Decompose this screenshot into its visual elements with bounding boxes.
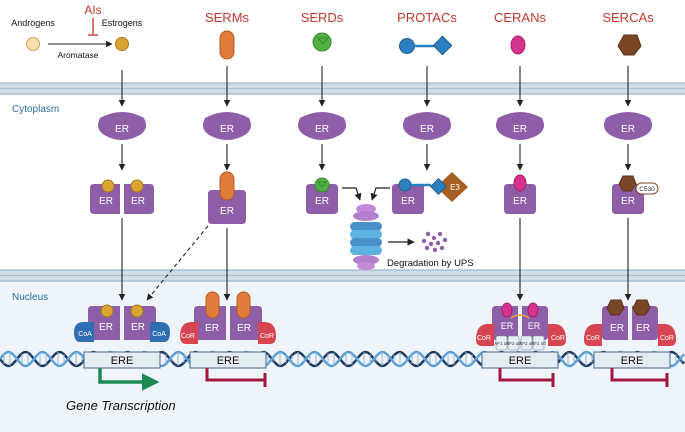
corepressor-label: CoR — [260, 333, 274, 340]
coactivator-label: CoA — [152, 331, 166, 338]
serd-to-proteasome-arrow — [342, 187, 362, 201]
androgen-molecule — [26, 37, 40, 51]
estrogens-label: Estrogens — [102, 18, 143, 28]
entry-arrows — [118, 66, 632, 107]
er-label: ER — [115, 124, 129, 135]
ere-label: ERE — [217, 355, 240, 367]
header-cerans: CERANs — [494, 10, 547, 25]
corepressor-label: CoR — [181, 333, 195, 340]
ere-label: ERE — [621, 355, 644, 367]
ceran-ligand — [510, 35, 526, 55]
af-domain-label: AF2 off — [519, 341, 534, 346]
estrogen-er-dimer — [90, 179, 154, 214]
corepressor-label: CoR — [660, 335, 674, 342]
er-label: ER — [401, 196, 415, 207]
serca-er-complex — [612, 175, 659, 214]
coactivator-label: CoA — [78, 331, 92, 338]
er-label: ER — [99, 322, 113, 333]
cytoplasm-label: Cytoplasm — [12, 104, 59, 115]
c530-label: C530 — [639, 186, 655, 193]
estrogen-molecule — [115, 37, 129, 51]
degraded-peptides — [421, 231, 448, 253]
ais-label: AIs — [84, 3, 101, 17]
nuclear-entry-arrows — [118, 218, 632, 301]
er-label: ER — [610, 323, 624, 334]
header-protacs: PROTACs — [397, 10, 457, 25]
protac-ligand — [399, 35, 453, 56]
er-label: ER — [237, 323, 251, 334]
serm-ligand — [219, 30, 235, 60]
er-label: ER — [513, 196, 527, 207]
er-label: ER — [420, 124, 434, 135]
protac-er-complex — [392, 172, 468, 214]
corepressor-label: CoR — [586, 335, 600, 342]
header-serms: SERMs — [205, 10, 250, 25]
er-label: ER — [205, 323, 219, 334]
er-label: ER — [131, 322, 145, 333]
af-domain-label: AF1 off — [531, 341, 546, 346]
binding-arrows — [118, 144, 632, 171]
nuclear-serca-complex — [584, 299, 676, 346]
er-label: ER — [99, 196, 113, 207]
er-label: ER — [220, 124, 234, 135]
free-er-row — [98, 112, 652, 140]
header-sercas: SERCAs — [602, 10, 654, 25]
serm-er-complex — [208, 171, 246, 224]
serca-ligand — [617, 34, 642, 56]
er-label: ER — [621, 124, 635, 135]
transcription-activation-arrow — [98, 368, 160, 391]
er-label: ER — [513, 124, 527, 135]
nuclear-serm-complex — [180, 291, 276, 344]
er-label: ER — [501, 321, 514, 331]
header-serds: SERDs — [301, 10, 344, 25]
cell-membrane — [0, 82, 685, 95]
ere-label: ERE — [509, 355, 532, 367]
er-label: ER — [220, 206, 234, 217]
nuclear-estrogen-complex — [74, 304, 170, 342]
extracellular-region — [0, 0, 685, 85]
aromatase-pathway: Androgens AIs Aromatase Estrogens — [11, 3, 143, 60]
af-domain-label: AF1 off — [494, 341, 509, 346]
ere-label: ERE — [111, 355, 134, 367]
nucleus-label: Nucleus — [12, 292, 48, 303]
androgens-label: Androgens — [11, 18, 55, 28]
aromatase-label: Aromatase — [57, 50, 98, 60]
nuclear-ceran-complex — [476, 302, 566, 351]
corepressor-label: CoR — [551, 335, 565, 342]
degradation-label: Degradation by UPS — [387, 258, 474, 269]
serd-ligand — [312, 32, 332, 52]
serm-partial-agonist-dashed-arrow — [146, 225, 209, 301]
e3-ligase-label: E3 — [450, 183, 460, 192]
proteasome — [350, 204, 382, 270]
af-domain-label: AF2 off — [506, 341, 521, 346]
nuclear-membrane — [0, 269, 685, 282]
er-label: ER — [528, 321, 541, 331]
ere-elements — [83, 351, 671, 369]
er-label: ER — [315, 124, 329, 135]
corepressor-label: CoR — [477, 335, 491, 342]
er-label: ER — [131, 196, 145, 207]
protac-to-proteasome-arrow — [370, 187, 390, 201]
er-label: ER — [621, 196, 635, 207]
transcription-repression-marks — [205, 368, 669, 387]
ceran-er-complex — [504, 174, 536, 214]
er-label: ER — [315, 196, 329, 207]
gene-transcription-label: Gene Transcription — [66, 398, 176, 413]
er-label: ER — [636, 323, 650, 334]
serd-er-complex — [306, 177, 338, 214]
